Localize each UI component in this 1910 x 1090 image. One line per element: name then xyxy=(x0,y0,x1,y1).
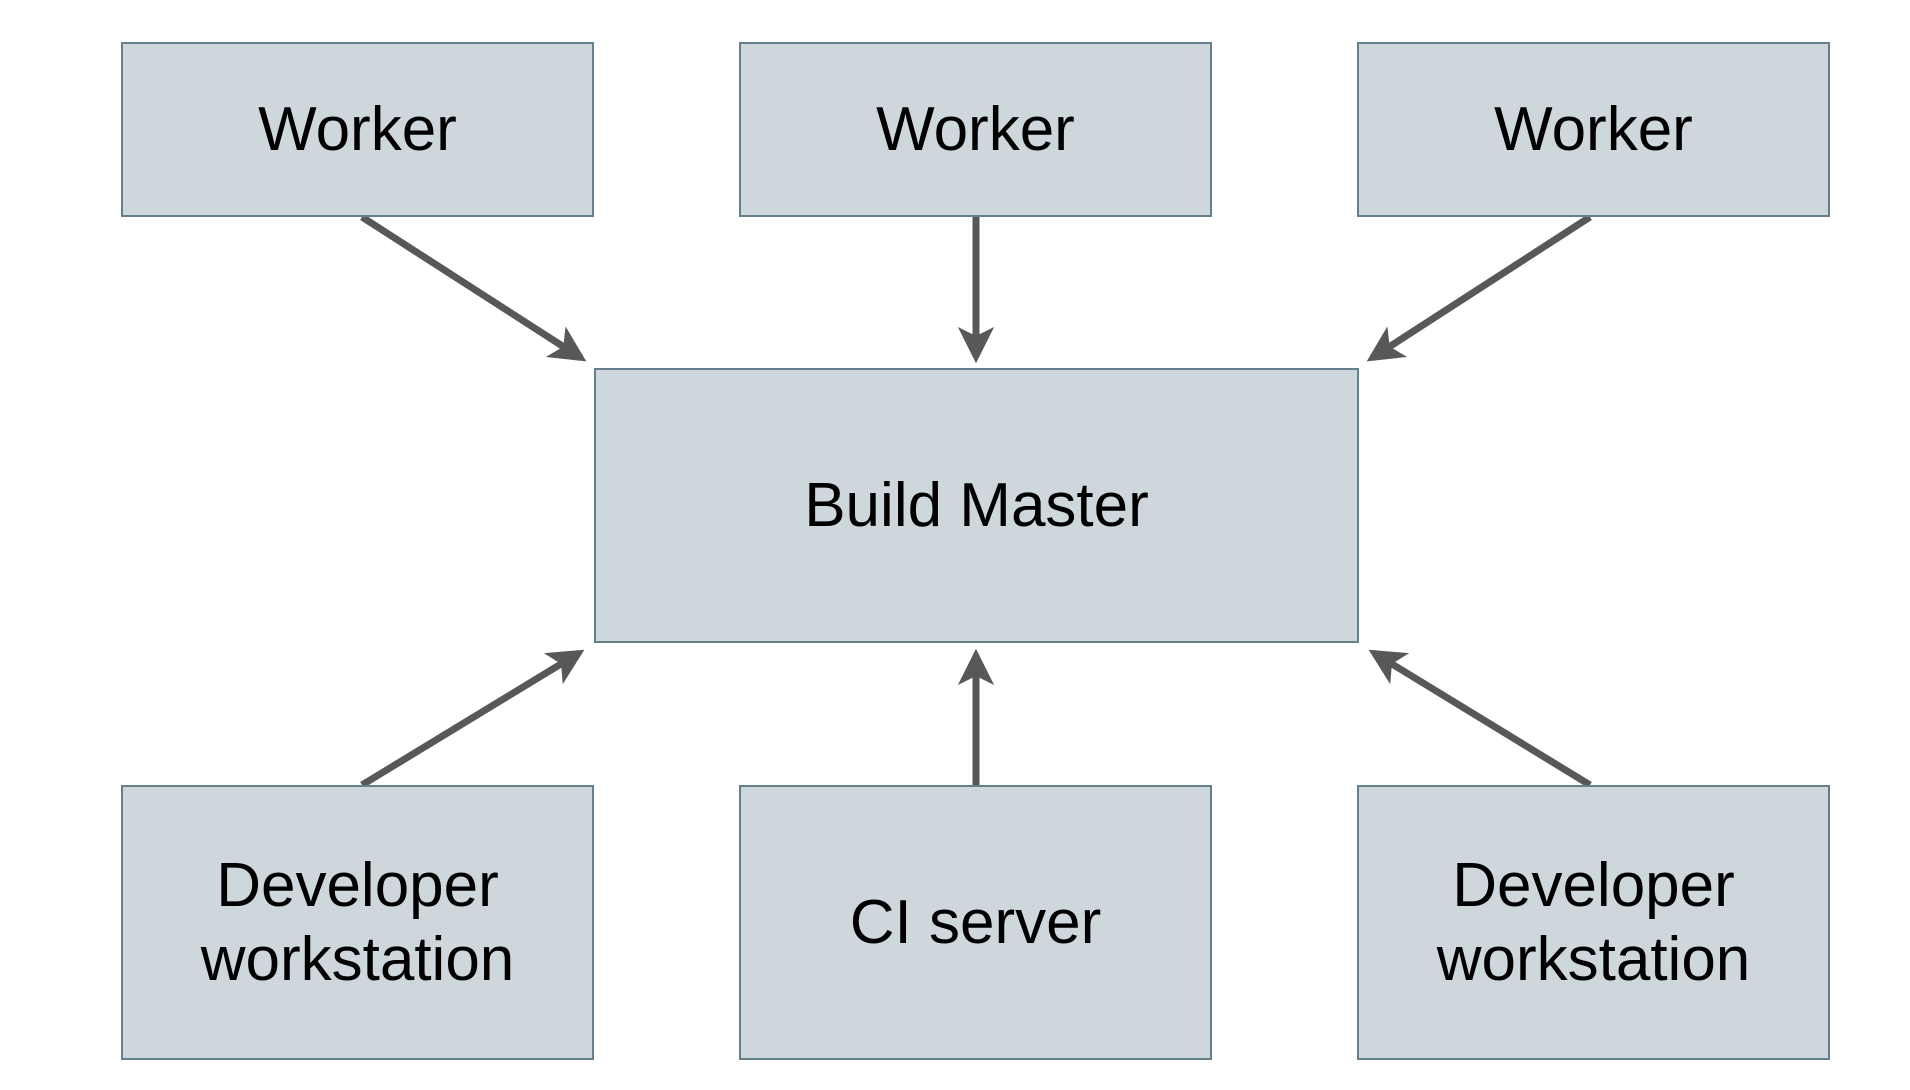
edge-dev-left-to-build-master xyxy=(360,649,585,788)
edge-dev-right-to-build-master xyxy=(1368,649,1592,788)
node-developer-workstation-right[interactable]: Developer workstation xyxy=(1357,785,1830,1060)
node-build-master-label: Build Master xyxy=(804,470,1149,540)
node-developer-workstation-left-label: Developer workstation xyxy=(200,851,515,994)
node-developer-workstation-left[interactable]: Developer workstation xyxy=(121,785,594,1060)
node-worker-1[interactable]: Worker xyxy=(121,42,594,217)
edge-worker-3-to-build-master xyxy=(1366,214,1592,362)
node-worker-1-label: Worker xyxy=(258,94,457,164)
node-ci-server-label: CI server xyxy=(849,887,1102,957)
node-worker-2[interactable]: Worker xyxy=(739,42,1212,217)
edge-worker-1-to-build-master xyxy=(360,214,587,362)
node-worker-2-label: Worker xyxy=(876,94,1075,164)
node-developer-workstation-right-label: Developer workstation xyxy=(1436,851,1751,994)
node-build-master[interactable]: Build Master xyxy=(594,368,1359,643)
node-ci-server[interactable]: CI server xyxy=(739,785,1212,1060)
node-worker-3[interactable]: Worker xyxy=(1357,42,1830,217)
node-worker-3-label: Worker xyxy=(1494,94,1693,164)
